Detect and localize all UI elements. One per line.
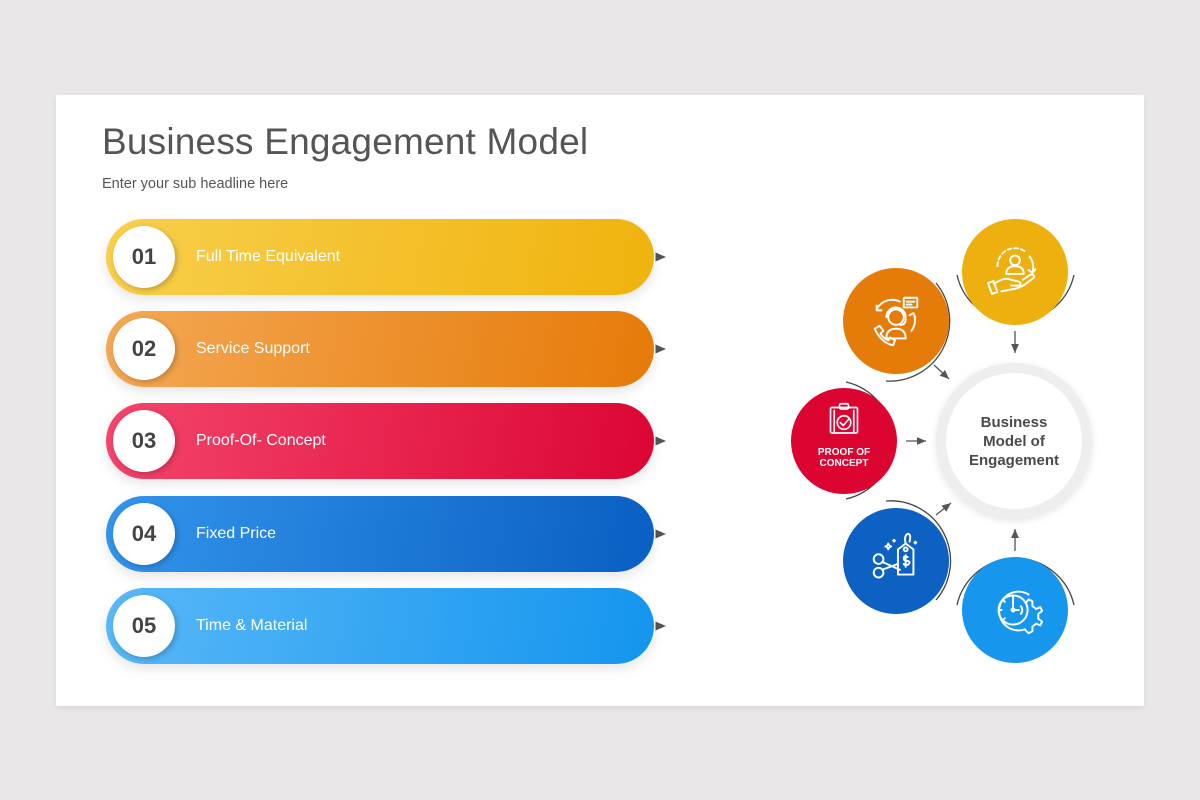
node-04 [843, 508, 949, 614]
arrow-node-04-to-center [935, 502, 952, 516]
clock-gear-icon [997, 590, 1044, 635]
customer-support-headset-icon [873, 296, 919, 347]
item-number-badge: 01 [113, 226, 175, 288]
node-05 [962, 557, 1068, 663]
item-label: Fixed Price [196, 525, 277, 542]
center-label: Business Model of Engagement [968, 413, 1059, 469]
item-bar-05: 05 Time & Material [106, 588, 654, 664]
price-tag-scissors-icon [872, 532, 918, 579]
center-circle: Business Model of Engagement [936, 363, 1092, 519]
page-subtitle: Enter your sub headline here [102, 176, 289, 192]
item-number-badge: 05 [113, 595, 175, 657]
item-label: Service Support [196, 340, 310, 357]
item-label: Full Time Equivalent [196, 248, 341, 265]
item-number-badge: 03 [113, 410, 175, 472]
node-02 [843, 268, 949, 374]
poc-icon-text-line1: PROOF OF [817, 447, 871, 458]
item-number-badge: 02 [113, 318, 175, 380]
item-label: Proof-Of- Concept [196, 432, 326, 449]
clipboard-check-icon [829, 402, 859, 434]
item-bar-01: 01 Full Time Equivalent [106, 219, 654, 295]
item-bar-04: 04 Fixed Price [106, 496, 654, 572]
slide: Business Engagement Model Enter your sub… [56, 95, 1144, 706]
node-01 [962, 219, 1068, 325]
poc-icon-text-line2: CONCEPT [819, 458, 869, 469]
node-03: PROOF OF CONCEPT [791, 388, 897, 494]
arrow-node-02-to-center [933, 364, 950, 380]
item-bar-02: 02 Service Support [106, 311, 654, 387]
person-care-hand-icon [987, 247, 1037, 295]
page-title: Business Engagement Model [102, 121, 589, 162]
item-number-badge: 04 [113, 503, 175, 565]
item-label: Time & Material [196, 617, 308, 634]
arc-node-02 [885, 282, 951, 382]
item-bar-03: 03 Proof-Of- Concept [106, 403, 654, 479]
arc-node-04 [885, 500, 952, 601]
